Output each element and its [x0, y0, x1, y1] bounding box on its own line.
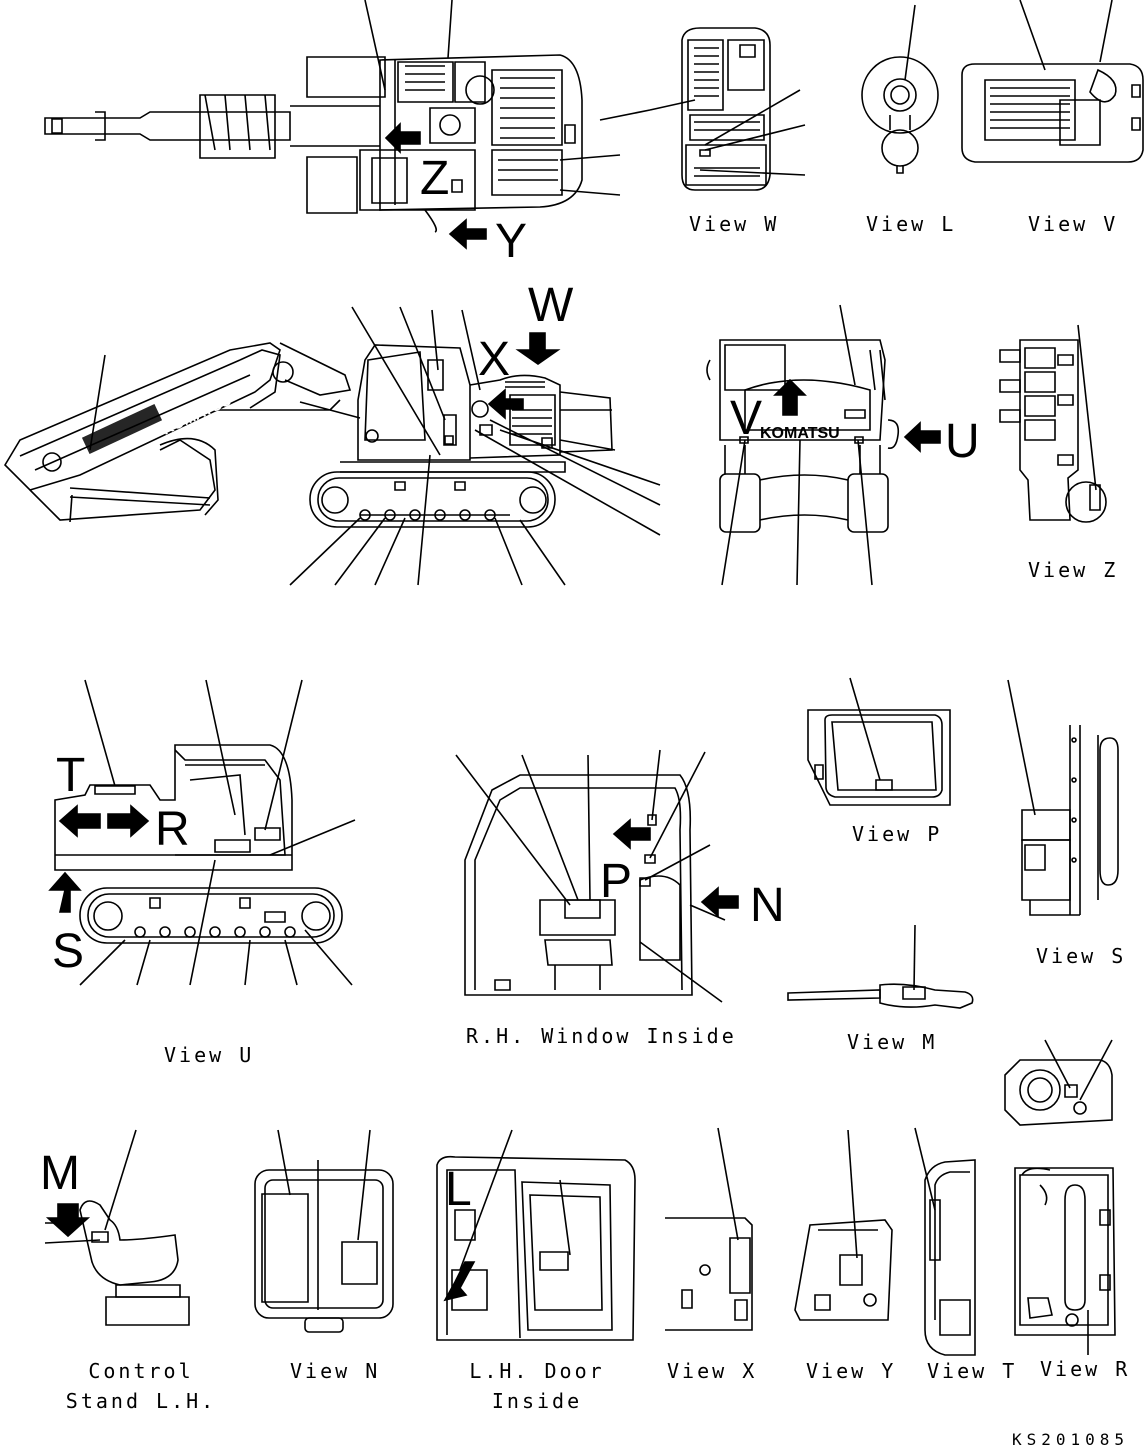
view-p-drawing [808, 678, 950, 805]
view-u-label: View U [164, 1043, 255, 1067]
view-y-label: View Y [806, 1359, 897, 1383]
view-m-label: View M [847, 1030, 938, 1054]
view-u-drawing [50, 680, 355, 985]
letter-m: M [40, 1147, 80, 1200]
view-r-bottom-drawing [1015, 1168, 1115, 1355]
view-z-drawing [1000, 325, 1106, 522]
lh-door-label-line1: L.H. Door [469, 1359, 605, 1383]
letter-w: W [528, 279, 574, 332]
view-w-label: View W [689, 212, 780, 236]
letter-s: S [52, 925, 85, 978]
view-n-label: View N [290, 1359, 381, 1383]
view-l-drawing [862, 5, 938, 173]
view-v-drawing [962, 0, 1143, 162]
drawing-code: KS201085 [1012, 1430, 1130, 1449]
view-t-label: View T [927, 1359, 1018, 1383]
side-view-machine: KOMATSU [5, 307, 660, 585]
control-stand-label-line1: Control [88, 1359, 194, 1383]
view-p-label: View P [852, 822, 943, 846]
lh-door-drawing [437, 1130, 635, 1340]
view-x-drawing [665, 1128, 752, 1330]
view-x-label: View X [667, 1359, 758, 1383]
view-s-label: View S [1036, 944, 1127, 968]
rear-brand-mark: KOMATSU [760, 425, 840, 442]
letter-r: R [155, 803, 190, 856]
view-w-drawing [650, 28, 805, 190]
rear-view-machine: KOMATSU [707, 305, 940, 585]
view-r-top-drawing [1005, 1040, 1112, 1125]
letter-z: Z [420, 152, 450, 205]
lh-door-label-line2: Inside [491, 1389, 583, 1413]
letter-v: V [730, 392, 763, 445]
view-v-label: View V [1028, 212, 1119, 236]
view-n-drawing [255, 1130, 393, 1332]
letter-u: U [945, 415, 980, 468]
letter-p: P [600, 855, 633, 908]
view-y-drawing [795, 1130, 892, 1320]
control-stand-drawing [45, 1130, 189, 1325]
letter-t: T [56, 749, 86, 802]
view-t-drawing [915, 1128, 975, 1355]
rh-window-drawing [456, 750, 738, 1002]
view-s-drawing [1008, 680, 1118, 915]
top-plan-view [45, 0, 650, 248]
control-stand-label-line2: Stand L.H. [65, 1389, 217, 1413]
letter-n: N [750, 879, 785, 932]
letter-y: Y [495, 215, 528, 268]
view-r-label: View R [1040, 1357, 1131, 1381]
view-z-label: View Z [1028, 558, 1119, 582]
letter-l: L [445, 1163, 472, 1216]
rh-window-inside-label: R.H. Window Inside [466, 1024, 737, 1048]
letter-x: X [478, 333, 511, 386]
view-l-label: View L [866, 212, 957, 236]
view-m-drawing [788, 925, 973, 1008]
